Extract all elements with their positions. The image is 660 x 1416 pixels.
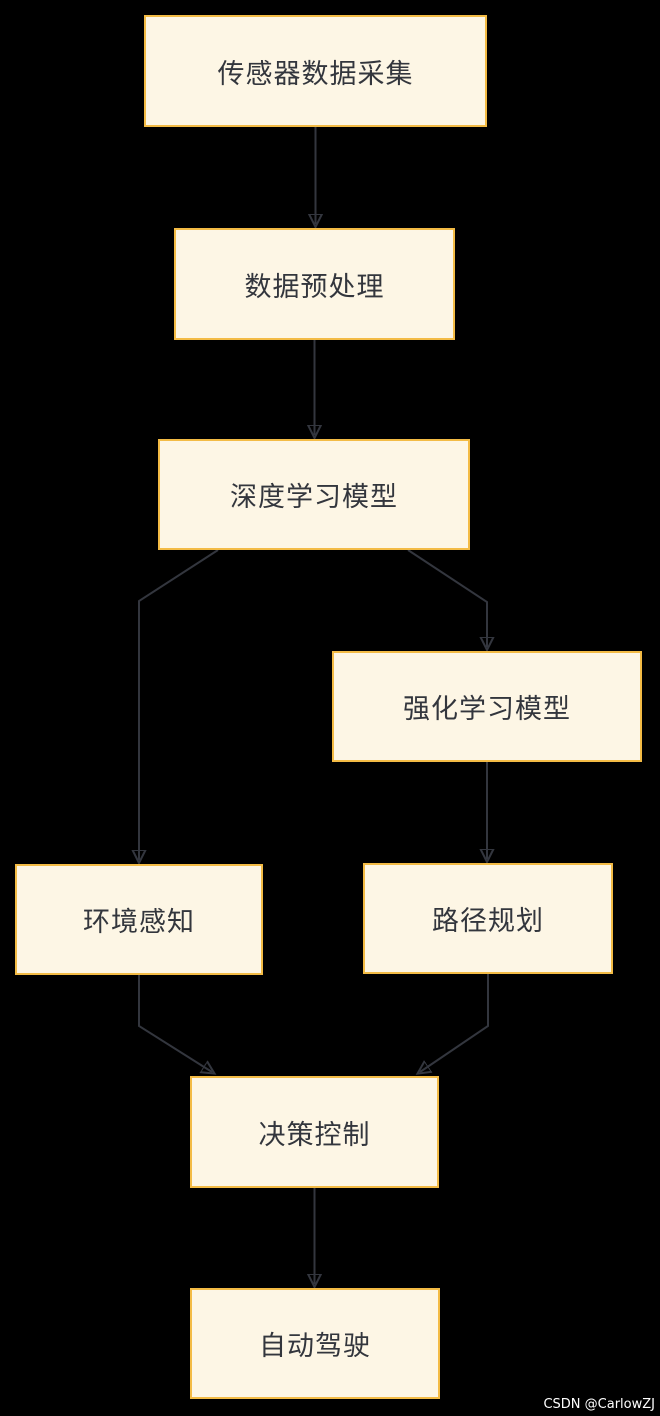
node-label: 深度学习模型: [230, 482, 398, 513]
node-decision-control: 决策控制: [190, 1076, 439, 1188]
node-reinforcement-learning-model: 强化学习模型: [332, 651, 642, 762]
edge-environment-perception-to-decision-control: [138, 975, 212, 1072]
node-deep-learning-model: 深度学习模型: [158, 439, 470, 550]
watermark: CSDN @CarlowZJ: [543, 1397, 655, 1412]
node-environment-perception: 环境感知: [15, 864, 263, 975]
node-autonomous-driving: 自动驾驶: [190, 1288, 440, 1399]
edge-path-planning-to-decision-control: [420, 973, 489, 1072]
node-label: 传感器数据采集: [217, 58, 414, 90]
node-label: 决策控制: [258, 1119, 371, 1151]
node-label: 数据预处理: [244, 271, 385, 303]
node-label: 强化学习模型: [403, 694, 571, 725]
node-path-planning: 路径规划: [363, 863, 613, 974]
node-sensor-data-collection: 传感器数据采集: [144, 15, 487, 127]
edge-deep-learning-to-reinforcement-learning: [407, 549, 487, 647]
node-label: 路径规划: [432, 906, 544, 937]
node-data-preprocessing: 数据预处理: [174, 228, 455, 340]
edge-deep-learning-to-environment-perception: [139, 549, 219, 860]
node-label: 自动驾驶: [259, 1331, 371, 1362]
node-label: 环境感知: [83, 907, 195, 938]
